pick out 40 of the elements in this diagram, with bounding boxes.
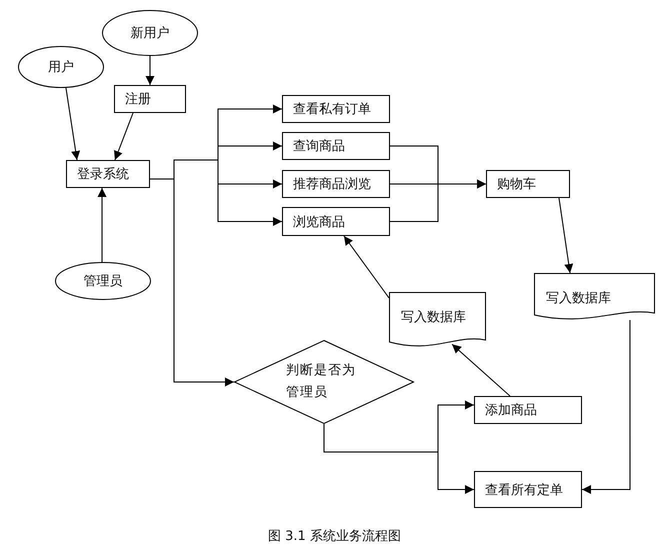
node-label: 登录系统 bbox=[77, 166, 129, 183]
arrow bbox=[66, 88, 80, 160]
process-box bbox=[282, 207, 390, 236]
process-box bbox=[282, 132, 390, 160]
process-box bbox=[114, 85, 186, 113]
node-label: 注册 bbox=[125, 91, 151, 108]
node-label: 查看所有定单 bbox=[485, 482, 563, 498]
arrow bbox=[390, 180, 486, 222]
arrow bbox=[558, 198, 574, 274]
process-box bbox=[66, 160, 150, 188]
node-label: 浏览商品 bbox=[293, 214, 345, 230]
node-label: 查看私有订单 bbox=[293, 101, 371, 118]
arrow bbox=[344, 236, 390, 298]
node-label: 写入数据库 bbox=[401, 309, 466, 326]
node-label: 用户 bbox=[48, 59, 74, 76]
actor-ellipse bbox=[18, 46, 104, 88]
node-label: 管理员 bbox=[84, 273, 122, 290]
node-label: 推荐商品浏览 bbox=[293, 176, 371, 193]
node-label: 写入数据库 bbox=[546, 290, 611, 307]
arrow bbox=[114, 112, 134, 160]
arrow bbox=[98, 188, 107, 262]
figure-caption: 图 3.1 系统业务流程图 bbox=[268, 528, 401, 545]
arrow bbox=[324, 424, 474, 494]
arrow bbox=[146, 56, 154, 86]
node-label: 查询商品 bbox=[293, 138, 345, 155]
arrow bbox=[452, 344, 510, 396]
node-label: 判断是否为管理员 bbox=[286, 362, 357, 402]
process-box bbox=[282, 170, 390, 198]
process-box bbox=[474, 471, 582, 508]
process-box bbox=[282, 95, 390, 123]
node-label: 新用户 bbox=[130, 25, 170, 42]
process-box bbox=[486, 170, 570, 198]
arrow bbox=[582, 320, 630, 494]
actor-ellipse bbox=[102, 10, 198, 56]
actor-ellipse bbox=[55, 262, 151, 300]
process-box bbox=[474, 396, 582, 424]
arrow bbox=[150, 178, 234, 386]
node-label: 购物车 bbox=[497, 176, 536, 193]
node-label: 添加商品 bbox=[485, 402, 537, 419]
decision-diamond bbox=[234, 340, 414, 424]
